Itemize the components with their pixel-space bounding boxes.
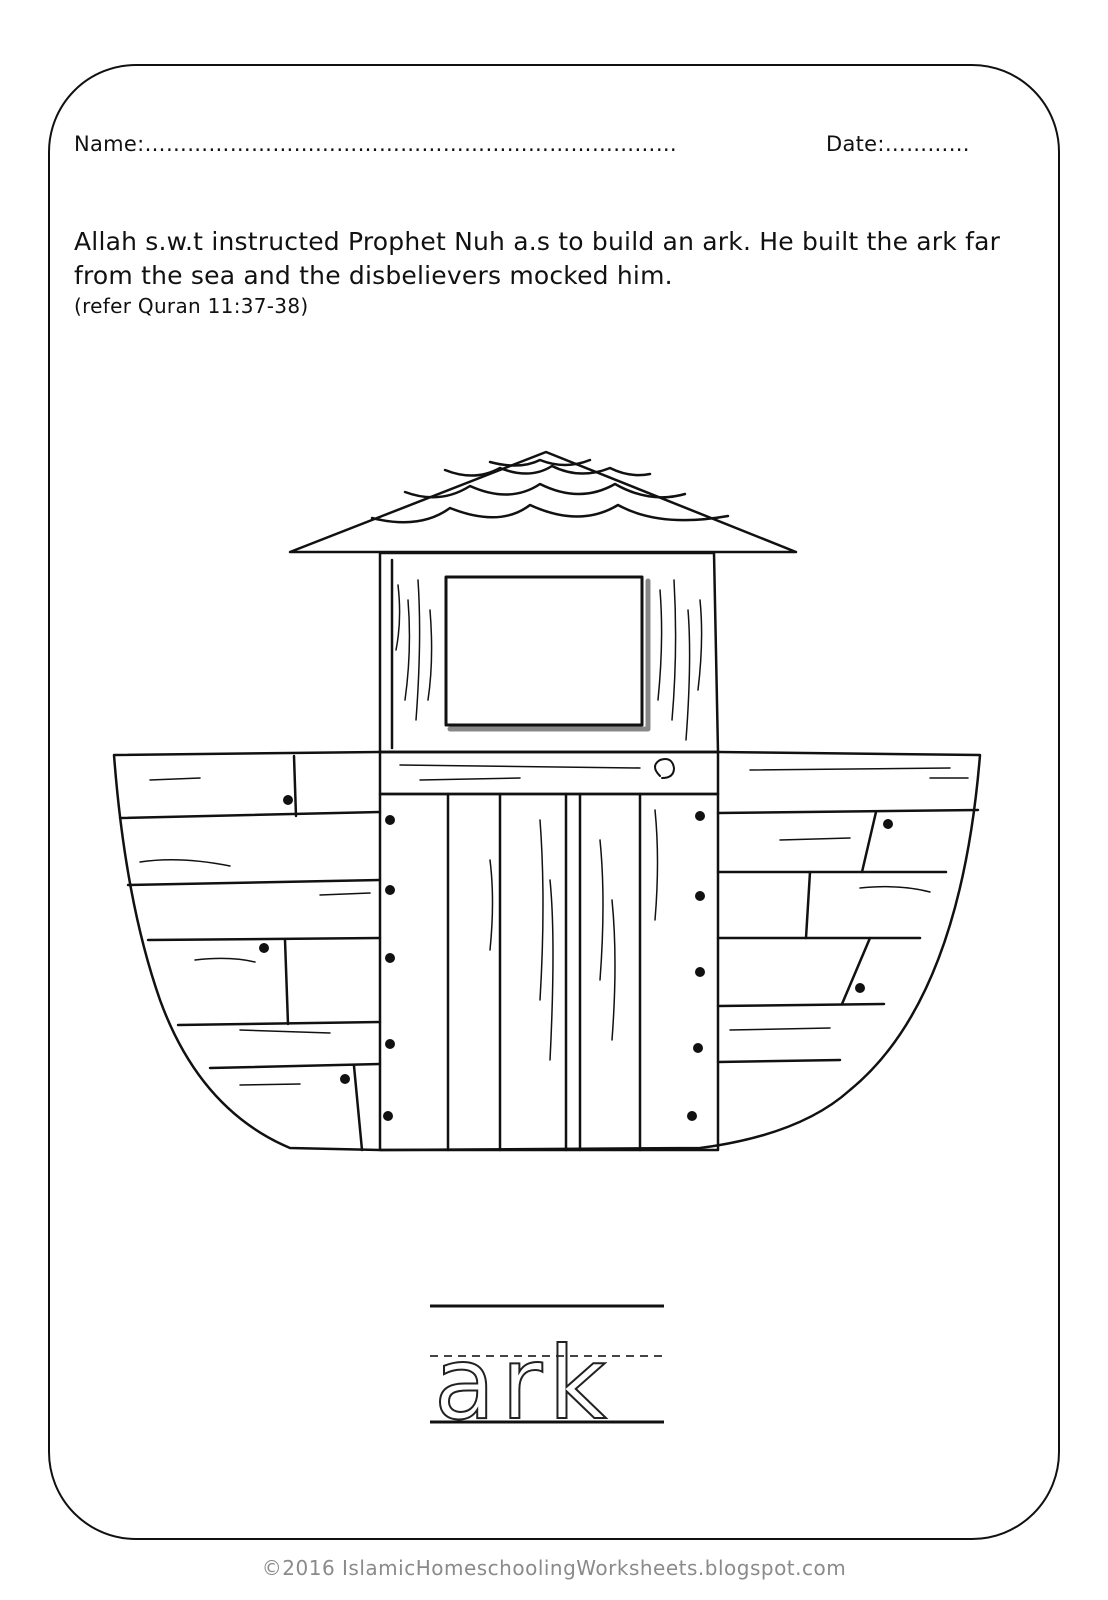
date-field[interactable]: Date:………… bbox=[826, 132, 970, 156]
trace-guidelines bbox=[430, 1304, 664, 1424]
trace-word: ark bbox=[433, 1325, 613, 1442]
ark-illustration bbox=[112, 450, 982, 1152]
intro-text: Allah s.w.t instructed Prophet Nuh a.s t… bbox=[74, 227, 1001, 290]
name-field[interactable]: Name:………………………………………………………………… bbox=[74, 132, 678, 156]
cabin bbox=[378, 551, 720, 754]
copyright-footer: ©2016 IslamicHomeschoolingWorksheets.blo… bbox=[261, 1556, 847, 1580]
quran-reference: (refer Quran 11:37-38) bbox=[74, 294, 309, 318]
hull bbox=[112, 750, 982, 1152]
trace-area[interactable]: ark bbox=[430, 1300, 680, 1440]
door bbox=[378, 792, 720, 1152]
window bbox=[444, 575, 644, 727]
worksheet-border bbox=[48, 64, 1060, 1540]
header-row: Name:………………………………………………………………… Date:………… bbox=[74, 132, 1052, 162]
roof bbox=[288, 450, 798, 554]
